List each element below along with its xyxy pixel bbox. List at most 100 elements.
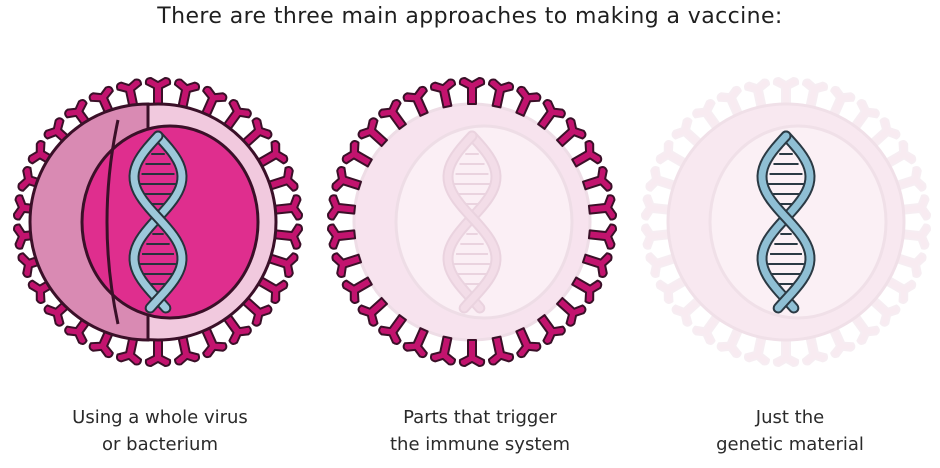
spike-shape bbox=[743, 335, 771, 366]
spike-shape bbox=[267, 252, 299, 278]
spike-protein bbox=[571, 139, 603, 168]
caption-line: Parts that trigger bbox=[403, 407, 557, 428]
spike-shape bbox=[378, 99, 407, 130]
spike-protein bbox=[173, 335, 201, 366]
spike-shape bbox=[885, 276, 917, 305]
spike-shape bbox=[870, 117, 901, 148]
spike-protein bbox=[327, 223, 357, 250]
spike-protein bbox=[851, 99, 880, 130]
caption-line: the immune system bbox=[389, 434, 571, 455]
spike-shape bbox=[655, 276, 687, 305]
spike-shape bbox=[515, 85, 542, 117]
spike-shape bbox=[487, 335, 515, 366]
spike-shape bbox=[641, 194, 671, 221]
spike-protein bbox=[402, 327, 429, 359]
spike-shape bbox=[458, 77, 486, 105]
spike-shape bbox=[273, 223, 303, 250]
spike-protein bbox=[223, 99, 252, 130]
spike-shape bbox=[173, 335, 201, 366]
spike-protein bbox=[895, 166, 927, 192]
spike-shape bbox=[716, 327, 743, 359]
spike-shape bbox=[357, 117, 388, 148]
spike-shape bbox=[88, 85, 115, 117]
spike-shape bbox=[201, 85, 228, 117]
spike-protein bbox=[671, 296, 702, 327]
spike-protein bbox=[458, 77, 486, 105]
spike-shape bbox=[645, 166, 677, 192]
spike-protein bbox=[267, 252, 299, 278]
spike-shape bbox=[581, 252, 613, 278]
spike-protein bbox=[581, 166, 613, 192]
spike-protein bbox=[144, 339, 172, 367]
caption-line: Just the bbox=[755, 407, 825, 428]
spike-shape bbox=[487, 78, 515, 109]
spike-shape bbox=[327, 194, 357, 221]
spike-shape bbox=[692, 99, 721, 130]
spike-protein bbox=[716, 85, 743, 117]
spike-protein bbox=[901, 223, 931, 250]
spike-protein bbox=[242, 117, 273, 148]
spike-protein bbox=[870, 296, 901, 327]
page-title: There are three main approaches to makin… bbox=[157, 4, 783, 29]
spike-shape bbox=[829, 85, 856, 117]
spike-protein bbox=[223, 314, 252, 345]
spike-shape bbox=[429, 335, 457, 366]
spike-shape bbox=[571, 276, 603, 305]
whole-virus-svg bbox=[13, 77, 303, 367]
spike-protein bbox=[772, 339, 800, 367]
spike-protein bbox=[671, 117, 702, 148]
spike-shape bbox=[556, 117, 587, 148]
spike-protein bbox=[515, 85, 542, 117]
spike-protein bbox=[801, 78, 829, 109]
spike-protein bbox=[201, 85, 228, 117]
caption-whole-virus: Using a whole virus or bacterium bbox=[30, 404, 290, 458]
spike-protein bbox=[641, 194, 671, 221]
spike-shape bbox=[851, 99, 880, 130]
spike-protein bbox=[487, 335, 515, 366]
spike-shape bbox=[537, 99, 566, 130]
spike-shape bbox=[851, 314, 880, 345]
spike-protein bbox=[885, 139, 917, 168]
spike-protein bbox=[201, 327, 228, 359]
spike-protein bbox=[257, 276, 289, 305]
spike-shape bbox=[223, 314, 252, 345]
dna-strand bbox=[444, 132, 500, 312]
dna-strand bbox=[758, 132, 814, 312]
faded-core bbox=[394, 124, 574, 320]
spike-shape bbox=[402, 327, 429, 359]
spike-protein bbox=[801, 335, 829, 366]
spike-shape bbox=[115, 335, 143, 366]
spike-protein bbox=[556, 117, 587, 148]
spike-shape bbox=[257, 276, 289, 305]
spike-protein bbox=[692, 99, 721, 130]
spike-shape bbox=[201, 327, 228, 359]
spike-shape bbox=[743, 78, 771, 109]
spike-protein bbox=[429, 78, 457, 109]
spike-shape bbox=[671, 296, 702, 327]
spike-protein bbox=[587, 194, 617, 221]
dna-helix bbox=[756, 130, 816, 314]
spike-shape bbox=[267, 166, 299, 192]
spike-protein bbox=[331, 252, 363, 278]
spike-shape bbox=[458, 339, 486, 367]
spike-shape bbox=[144, 77, 172, 105]
spike-protein bbox=[88, 327, 115, 359]
spike-protein bbox=[13, 194, 43, 221]
spike-protein bbox=[357, 296, 388, 327]
spike-protein bbox=[829, 327, 856, 359]
dna-helix bbox=[128, 130, 188, 314]
spike-protein bbox=[587, 223, 617, 250]
spike-protein bbox=[645, 252, 677, 278]
caption-line: genetic material bbox=[716, 434, 864, 455]
spike-shape bbox=[537, 314, 566, 345]
spike-protein bbox=[341, 276, 373, 305]
spike-shape bbox=[801, 78, 829, 109]
genetic-material-illustration bbox=[636, 72, 936, 372]
spike-shape bbox=[242, 296, 273, 327]
spike-protein bbox=[487, 78, 515, 109]
spike-shape bbox=[341, 276, 373, 305]
spike-shape bbox=[144, 339, 172, 367]
spike-protein bbox=[331, 166, 363, 192]
spike-shape bbox=[13, 223, 43, 250]
spike-protein bbox=[515, 327, 542, 359]
